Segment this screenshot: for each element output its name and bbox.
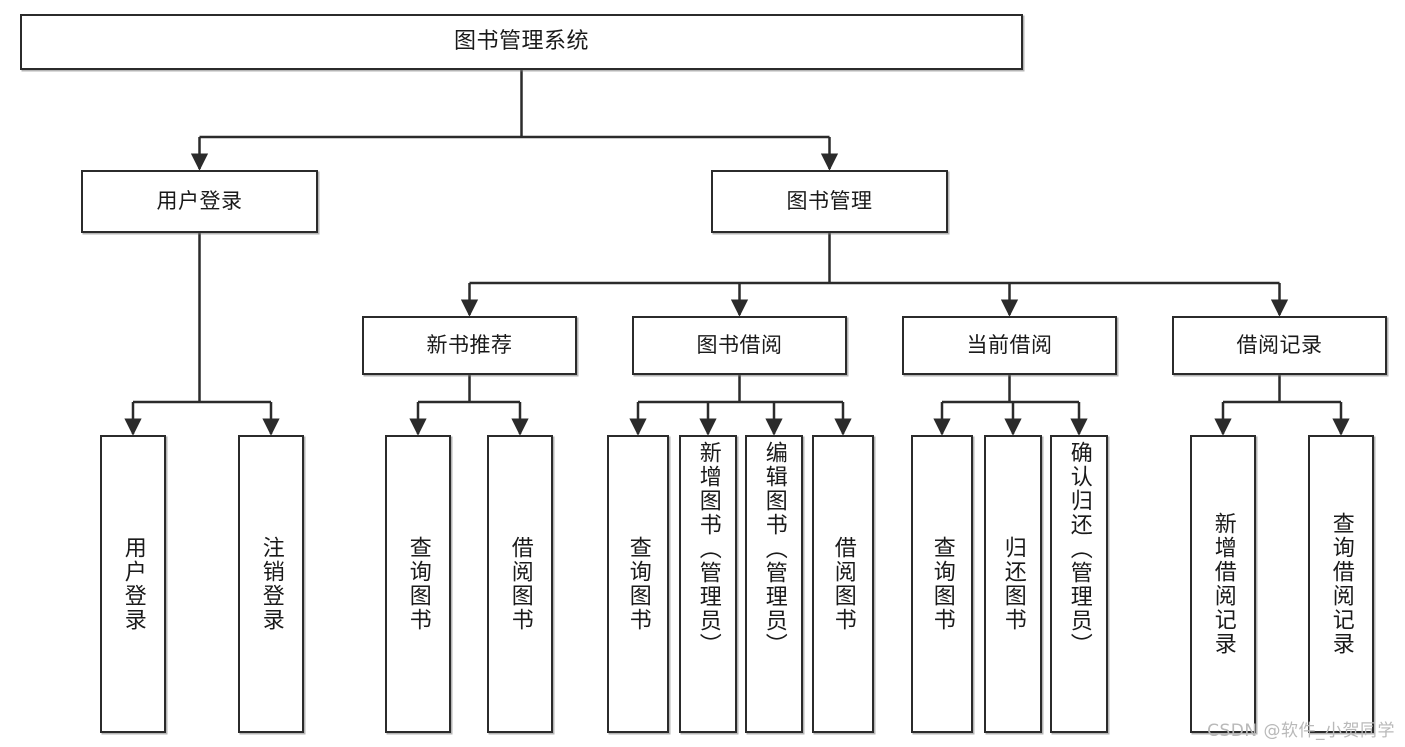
node-leaf-add-book-label: 新增图书（管理员） xyxy=(695,441,721,657)
node-leaf-logout-login[interactable]: 注销登录 xyxy=(238,435,304,733)
node-leaf-add-record-label: 新增借阅记录 xyxy=(1210,512,1236,656)
node-leaf-user-login-label: 用户登录 xyxy=(120,536,146,632)
node-leaf-query-book-2[interactable]: 查询图书 xyxy=(607,435,669,733)
node-new-book-recommend[interactable]: 新书推荐 xyxy=(362,316,577,375)
node-leaf-add-book[interactable]: 新增图书（管理员） xyxy=(679,435,737,733)
node-root-label: 图书管理系统 xyxy=(453,28,589,54)
node-user-login-label: 用户登录 xyxy=(156,189,243,214)
node-leaf-add-record[interactable]: 新增借阅记录 xyxy=(1190,435,1256,733)
watermark: CSDN @软件_小贺同学 xyxy=(1207,721,1395,741)
node-user-login[interactable]: 用户登录 xyxy=(81,170,318,233)
node-leaf-return-book-label: 归还图书 xyxy=(1000,536,1026,632)
node-current-borrow[interactable]: 当前借阅 xyxy=(902,316,1117,375)
node-leaf-query-record-label: 查询借阅记录 xyxy=(1328,512,1354,656)
node-leaf-borrow-book-2[interactable]: 借阅图书 xyxy=(812,435,874,733)
node-current-borrow-label: 当前借阅 xyxy=(966,333,1053,358)
node-borrow-record[interactable]: 借阅记录 xyxy=(1172,316,1387,375)
node-leaf-user-login[interactable]: 用户登录 xyxy=(100,435,166,733)
node-leaf-edit-book-label: 编辑图书（管理员） xyxy=(761,441,787,657)
node-leaf-query-book-3[interactable]: 查询图书 xyxy=(911,435,973,733)
node-leaf-confirm-return[interactable]: 确认归还（管理员） xyxy=(1050,435,1108,733)
node-book-manage-label: 图书管理 xyxy=(786,189,873,214)
node-leaf-query-book-1-label: 查询图书 xyxy=(405,536,431,632)
node-root[interactable]: 图书管理系统 xyxy=(20,14,1023,70)
node-leaf-logout-login-label: 注销登录 xyxy=(258,536,284,632)
node-leaf-borrow-book-1-label: 借阅图书 xyxy=(507,536,533,632)
node-leaf-return-book[interactable]: 归还图书 xyxy=(984,435,1042,733)
node-borrow-record-label: 借阅记录 xyxy=(1236,333,1323,358)
node-leaf-edit-book[interactable]: 编辑图书（管理员） xyxy=(745,435,803,733)
node-book-manage[interactable]: 图书管理 xyxy=(711,170,948,233)
node-new-book-recommend-label: 新书推荐 xyxy=(426,333,513,358)
node-leaf-borrow-book-1[interactable]: 借阅图书 xyxy=(487,435,553,733)
node-book-borrow[interactable]: 图书借阅 xyxy=(632,316,847,375)
node-leaf-query-book-2-label: 查询图书 xyxy=(625,536,651,632)
node-leaf-query-book-1[interactable]: 查询图书 xyxy=(385,435,451,733)
node-leaf-query-record[interactable]: 查询借阅记录 xyxy=(1308,435,1374,733)
node-leaf-confirm-return-label: 确认归还（管理员） xyxy=(1066,441,1092,657)
node-book-borrow-label: 图书借阅 xyxy=(696,333,783,358)
node-leaf-borrow-book-2-label: 借阅图书 xyxy=(830,536,856,632)
node-leaf-query-book-3-label: 查询图书 xyxy=(929,536,955,632)
